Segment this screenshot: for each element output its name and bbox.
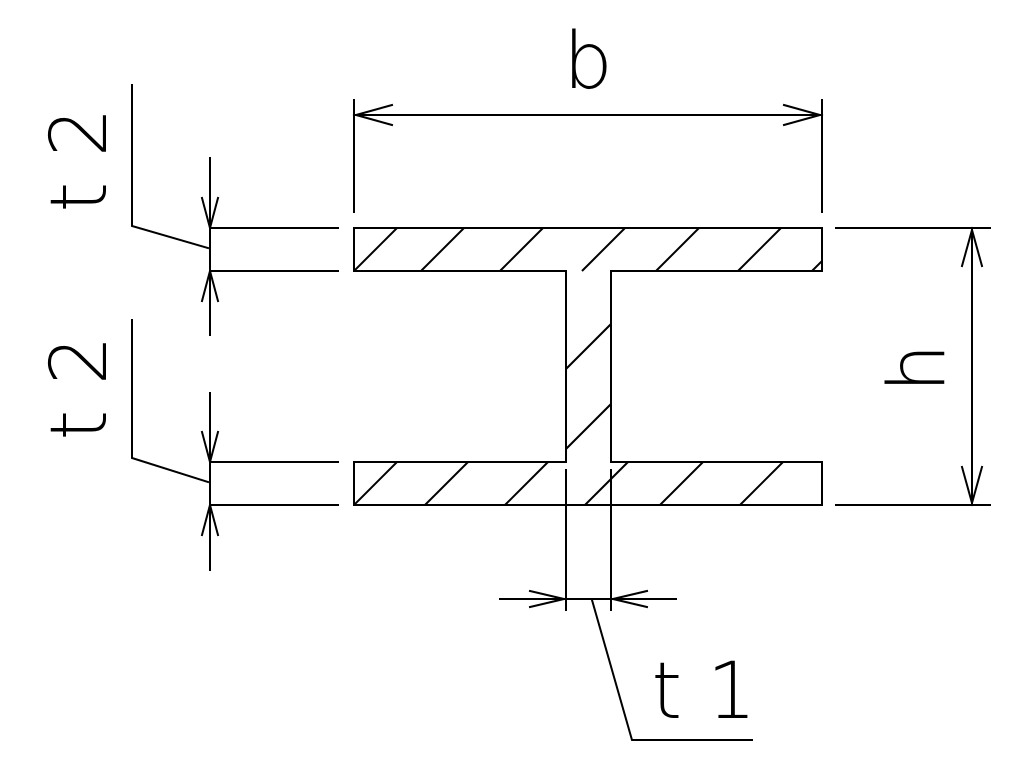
- dimension-h: h: [835, 226, 991, 507]
- label-h: h: [873, 343, 963, 392]
- dimension-t2-bottom: t 2: [35, 319, 339, 571]
- label-t1: t 1: [651, 647, 756, 737]
- label-t2-bottom: t 2: [35, 335, 125, 440]
- label-b: b: [563, 17, 613, 107]
- dimension-t2-top: t 2: [35, 84, 339, 336]
- dimension-b: b: [352, 17, 824, 213]
- i-beam-outline: [353, 227, 823, 506]
- label-t2-top: t 2: [35, 107, 125, 212]
- section-hatching: [354, 228, 822, 505]
- dimension-t1: t 1: [499, 469, 757, 741]
